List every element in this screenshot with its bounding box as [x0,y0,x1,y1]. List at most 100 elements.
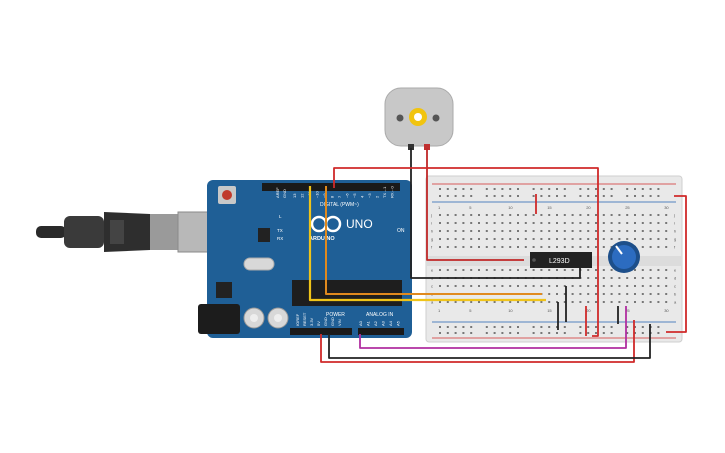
row-letter: e [431,268,434,273]
digital-pin-label: ~6 [345,193,350,198]
potentiometer[interactable] [608,241,640,273]
grid-hole [665,246,668,248]
rail-hole [610,326,613,328]
grid-hole [470,269,473,271]
grid-hole [509,301,512,303]
gnd-bottom-label: GND [323,317,328,326]
reset-pin-label: RESET [302,312,307,326]
grid-hole [478,246,480,248]
grid-hole [618,285,621,287]
grid-hole [517,285,519,287]
grid-hole [446,269,449,271]
grid-hole [501,285,504,287]
wire-black-bottom [328,324,651,359]
grid-hole [478,285,480,287]
grid-hole [610,214,613,216]
rail-hole [641,332,644,334]
grid-hole [439,285,441,287]
power-label: POWER [326,312,345,318]
row-number: 15 [547,205,552,210]
grid-hole [665,230,668,232]
rail-hole [462,332,465,334]
grid-hole [602,230,605,232]
row-number: 1 [438,308,441,313]
grid-hole [556,238,558,240]
grid-hole [493,246,496,248]
grid-hole [454,222,457,224]
row-number: 25 [625,205,630,210]
grid-hole [602,277,605,279]
grid-hole [470,246,473,248]
grid-hole [657,285,660,287]
rail-hole [446,332,449,334]
grid-hole [493,222,496,224]
analog-pin-label: A3 [381,320,386,326]
arduino-board[interactable]: DIGITAL (PWM~) ON TX RX L ARDUINO UNO PO… [198,180,412,338]
grid-hole [454,214,457,216]
rail-hole [556,195,558,197]
grid-hole [641,214,644,216]
grid-hole [532,301,535,303]
grid-hole [446,246,449,248]
grid-hole [439,230,441,232]
arduino-logo-text: ARDUINO [309,236,335,242]
grid-hole [501,230,504,232]
grid-hole [563,285,566,287]
grid-hole [524,269,527,271]
grid-hole [509,214,512,216]
rail-hole [634,195,636,197]
grid-hole [618,230,621,232]
grid-hole [602,293,605,295]
grid-hole [501,246,504,248]
grid-hole [587,285,590,287]
grid-hole [657,277,660,279]
grid-hole [563,293,566,295]
row-number: 5 [469,308,472,313]
rail-hole [509,195,512,197]
grid-hole [548,293,551,295]
grid-hole [634,238,636,240]
rail-hole [517,332,519,334]
rail-hole [626,195,629,197]
grid-hole [454,269,457,271]
wire-5v-loop [333,167,599,337]
grid-hole [548,285,551,287]
row-number: 1 [438,205,441,210]
grid-hole [556,293,558,295]
grid-hole [595,293,597,295]
grid-hole [618,301,621,303]
rail-hole [540,332,543,334]
grid-hole [618,293,621,295]
l293d-chip[interactable]: L293D [530,252,592,268]
grid-hole [634,214,636,216]
dc-motor[interactable] [384,87,454,150]
grid-hole [462,285,465,287]
rail-hole [501,195,504,197]
grid-hole [571,246,574,248]
grid-hole [517,230,519,232]
rail-hole [540,195,543,197]
rail-hole [532,326,535,328]
grid-hole [524,285,527,287]
digital-header [262,183,400,191]
grid-hole [634,277,636,279]
grid-hole [626,238,629,240]
grid-hole [462,269,465,271]
rail-hole [587,188,590,190]
grid-hole [556,301,558,303]
grid-hole [454,285,457,287]
grid-hole [548,269,551,271]
aref-label: AREF [275,187,280,198]
grid-hole [501,222,504,224]
wires [308,148,687,363]
grid-hole [610,269,613,271]
rail-hole [485,195,488,197]
grid-hole [665,238,668,240]
grid-hole [602,238,605,240]
grid-hole [649,277,652,279]
grid-hole [657,238,660,240]
usb-cable [36,211,217,253]
grid-hole [626,285,629,287]
wire-orange [325,186,542,295]
